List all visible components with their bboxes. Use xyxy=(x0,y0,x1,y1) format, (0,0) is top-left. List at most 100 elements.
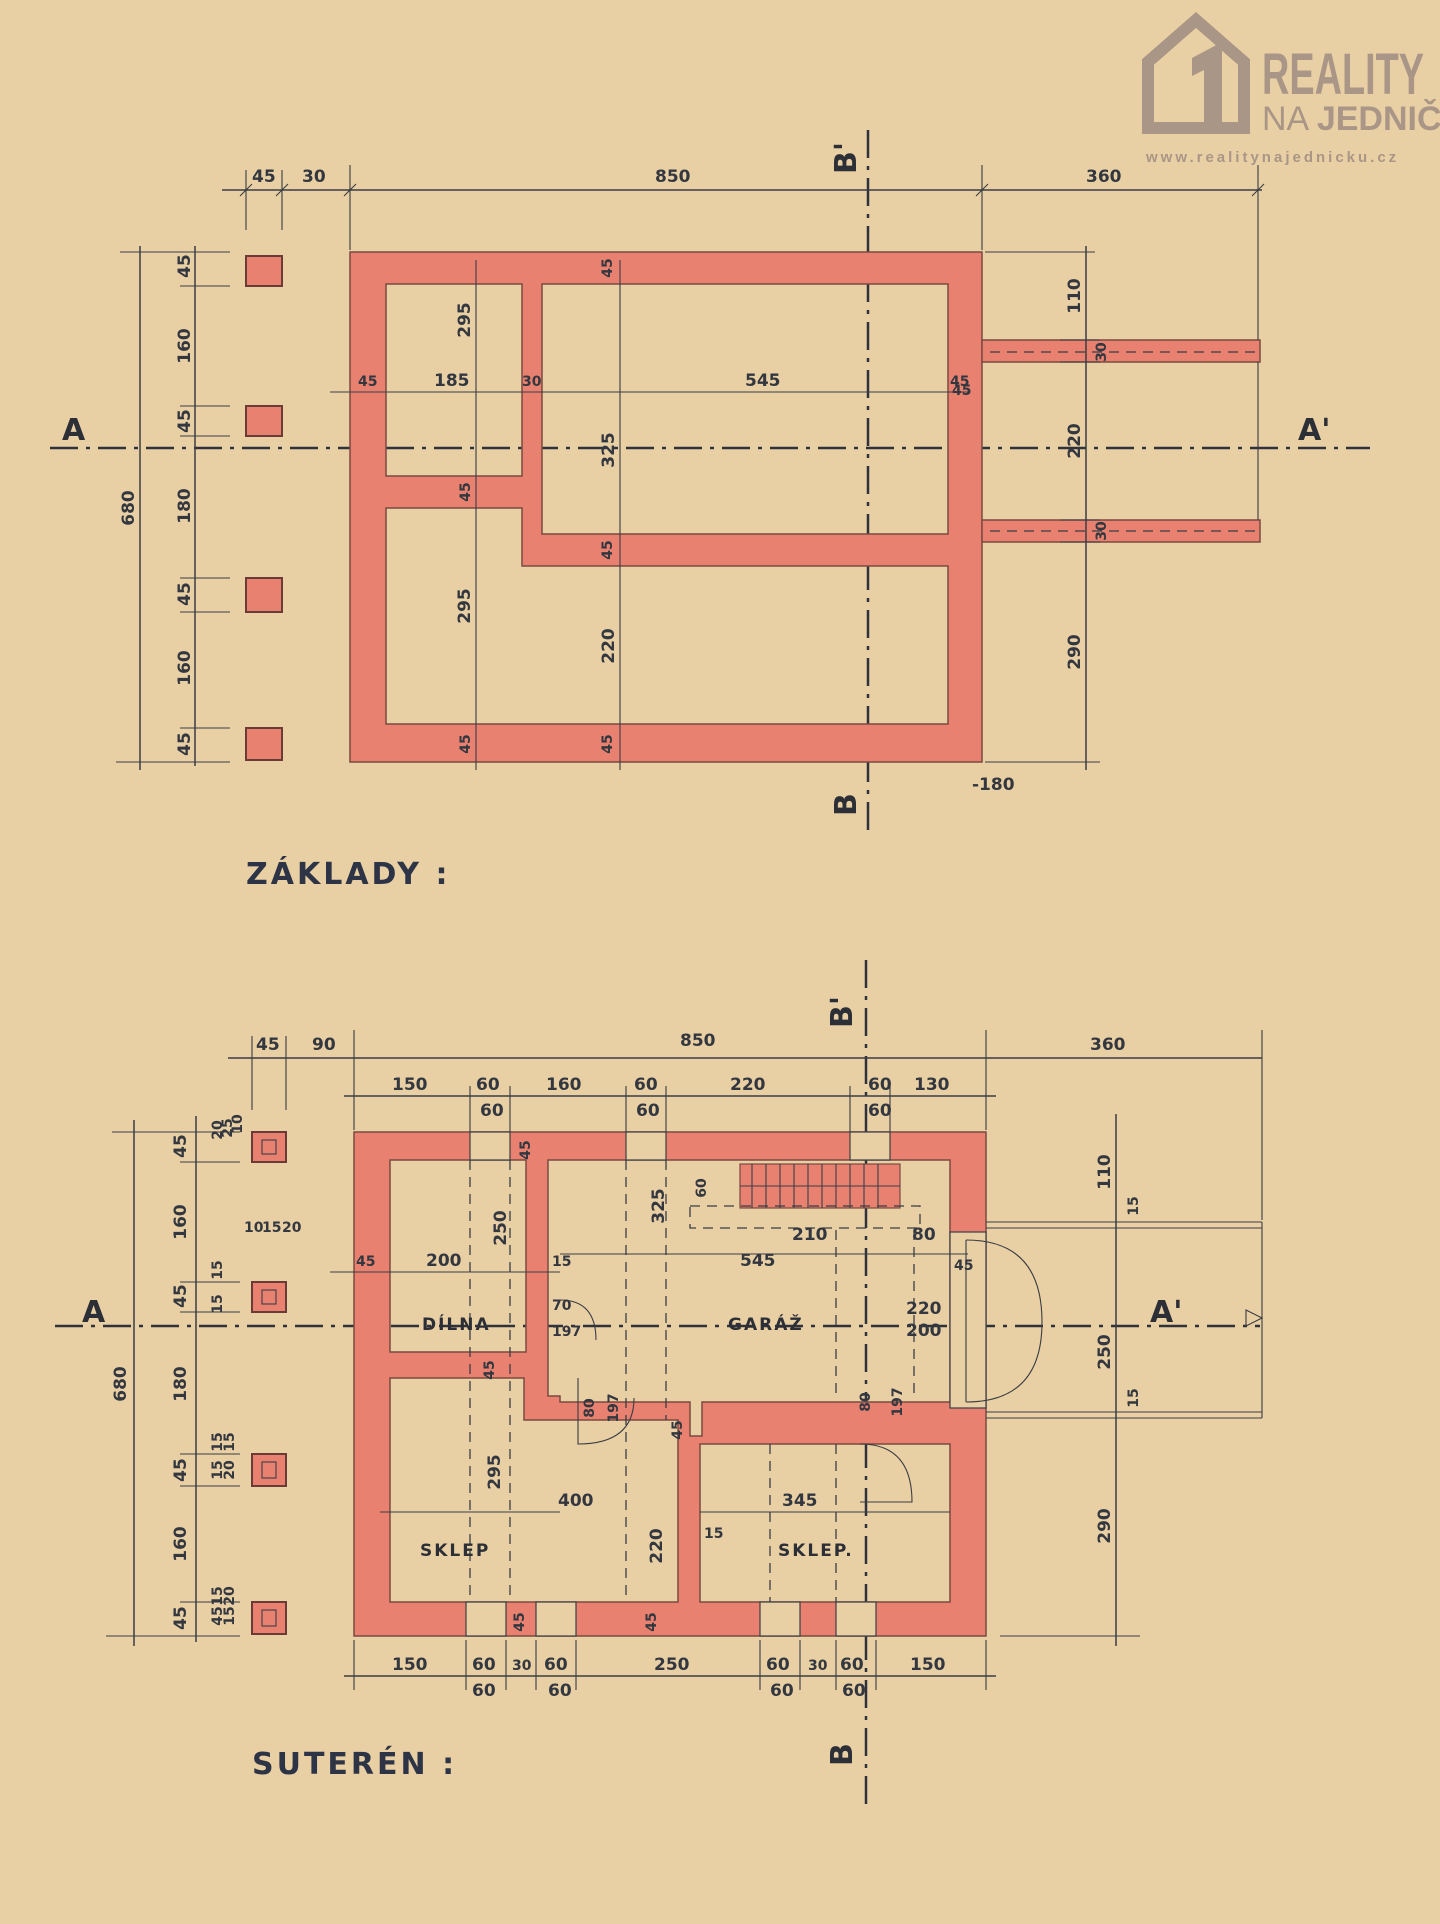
svg-text:545: 545 xyxy=(740,1251,776,1271)
svg-text:15: 15 xyxy=(210,1432,226,1451)
svg-text:197: 197 xyxy=(890,1387,906,1416)
dim-overall: 680 xyxy=(119,490,139,526)
svg-text:30: 30 xyxy=(808,1658,828,1674)
svg-text:60: 60 xyxy=(868,1101,892,1121)
svg-text:150: 150 xyxy=(392,1655,428,1675)
svg-text:60: 60 xyxy=(476,1075,500,1095)
svg-text:70: 70 xyxy=(552,1298,572,1314)
dim-chain-left: 45 160 45 180 45 160 45 680 20 25 10 10 … xyxy=(106,1114,302,1646)
svg-text:45: 45 xyxy=(600,734,616,753)
svg-text:30: 30 xyxy=(522,374,542,390)
logo-line2: NA JEDNIČKU xyxy=(1262,99,1440,138)
svg-text:30: 30 xyxy=(1094,521,1110,541)
room-label-garaz: GARÁŽ xyxy=(728,1313,804,1335)
foundation-walls xyxy=(349,251,983,763)
svg-text:10: 10 xyxy=(230,1114,246,1134)
svg-text:150: 150 xyxy=(392,1075,428,1095)
inner-dims: 295 45 185 30 545 45 45 325 45 45 295 22… xyxy=(330,258,971,770)
svg-text:160: 160 xyxy=(175,328,195,364)
axis-label-a-right: A' xyxy=(1298,413,1330,448)
svg-text:15: 15 xyxy=(222,1606,238,1625)
svg-text:10: 10 xyxy=(244,1220,264,1236)
svg-text:160: 160 xyxy=(171,1204,191,1240)
svg-text:110: 110 xyxy=(1095,1154,1115,1190)
pier-3 xyxy=(245,577,283,613)
svg-text:45: 45 xyxy=(458,482,474,501)
svg-text:45: 45 xyxy=(175,409,195,433)
svg-text:80: 80 xyxy=(912,1225,936,1245)
svg-text:30: 30 xyxy=(1094,342,1110,362)
dim-top-0: 45 xyxy=(252,167,276,187)
svg-text:80: 80 xyxy=(582,1398,598,1418)
dim-chain-top-overall: 45 90 850 360 xyxy=(228,1030,1263,1220)
svg-text:60: 60 xyxy=(842,1681,866,1701)
svg-text:160: 160 xyxy=(171,1526,191,1562)
svg-text:210: 210 xyxy=(792,1225,828,1245)
svg-text:290: 290 xyxy=(1095,1508,1115,1544)
svg-text:45: 45 xyxy=(954,1258,973,1274)
svg-text:15: 15 xyxy=(210,1260,226,1279)
svg-text:180: 180 xyxy=(171,1366,191,1402)
svg-text:15: 15 xyxy=(222,1432,238,1451)
dim-chain-top: 150 60 160 60 220 60 130 60 60 60 xyxy=(344,1075,996,1132)
svg-text:25: 25 xyxy=(220,1118,236,1137)
svg-text:20: 20 xyxy=(210,1120,226,1140)
svg-text:400: 400 xyxy=(558,1491,594,1511)
svg-text:45: 45 xyxy=(210,1606,226,1625)
logo-url: www.realitynajednicku.cz xyxy=(1145,149,1399,166)
plan-suteren: A A' B' B xyxy=(55,960,1264,1810)
svg-text:60: 60 xyxy=(766,1655,790,1675)
svg-text:220: 220 xyxy=(647,1528,667,1564)
axis-label-b-top: B' xyxy=(829,142,864,174)
porch-wall-bottom xyxy=(981,519,1261,543)
svg-text:160: 160 xyxy=(546,1075,582,1095)
svg-text:60: 60 xyxy=(694,1178,710,1198)
svg-text:295: 295 xyxy=(455,588,475,624)
svg-text:220: 220 xyxy=(730,1075,766,1095)
svg-text:345: 345 xyxy=(782,1491,818,1511)
svg-text:197: 197 xyxy=(552,1324,581,1340)
svg-text:45: 45 xyxy=(171,1284,191,1308)
dim-chain-top: 45 30 850 360 xyxy=(222,165,1265,340)
pier-4 xyxy=(245,727,283,761)
svg-text:45: 45 xyxy=(171,1606,191,1630)
dim-chain-right: 110 30 220 30 290 -180 xyxy=(972,246,1110,795)
svg-text:45: 45 xyxy=(482,1360,498,1379)
svg-text:45: 45 xyxy=(175,254,195,278)
dim-chain-bottom: 150 60 30 60 250 60 30 60 150 60 60 60 6… xyxy=(344,1640,996,1701)
svg-text:60: 60 xyxy=(840,1655,864,1675)
room-label-dilna: DÍLNA xyxy=(422,1313,491,1335)
openings xyxy=(465,1131,987,1637)
porch-outline xyxy=(965,1221,1264,1419)
svg-text:130: 130 xyxy=(914,1075,950,1095)
svg-text:200: 200 xyxy=(426,1251,462,1271)
plan-title-zaklady: ZÁKLADY : xyxy=(246,856,450,892)
svg-text:110: 110 xyxy=(1065,278,1085,314)
svg-text:250: 250 xyxy=(1095,1334,1115,1370)
svg-text:45: 45 xyxy=(256,1035,280,1055)
svg-text:20: 20 xyxy=(222,1586,238,1606)
svg-text:45: 45 xyxy=(175,582,195,606)
svg-text:185: 185 xyxy=(434,371,470,391)
svg-text:250: 250 xyxy=(491,1210,511,1246)
door-sklep xyxy=(859,1443,913,1503)
svg-text:850: 850 xyxy=(680,1031,716,1051)
svg-text:20: 20 xyxy=(222,1460,238,1480)
svg-text:45: 45 xyxy=(175,732,195,756)
svg-text:45: 45 xyxy=(600,540,616,559)
svg-text:45: 45 xyxy=(670,1420,686,1439)
svg-text:295: 295 xyxy=(485,1454,505,1490)
svg-text:45: 45 xyxy=(358,374,377,390)
room-label-sklep-1: SKLEP xyxy=(420,1541,490,1561)
svg-text:150: 150 xyxy=(910,1655,946,1675)
svg-text:325: 325 xyxy=(599,432,619,468)
construction-lines xyxy=(469,1160,915,1602)
svg-text:45: 45 xyxy=(458,734,474,753)
svg-text:45: 45 xyxy=(600,258,616,277)
svg-text:15: 15 xyxy=(210,1460,226,1479)
svg-text:220: 220 xyxy=(599,628,619,664)
svg-text:15: 15 xyxy=(1126,1388,1142,1407)
dim-top-2: 850 xyxy=(655,167,691,187)
